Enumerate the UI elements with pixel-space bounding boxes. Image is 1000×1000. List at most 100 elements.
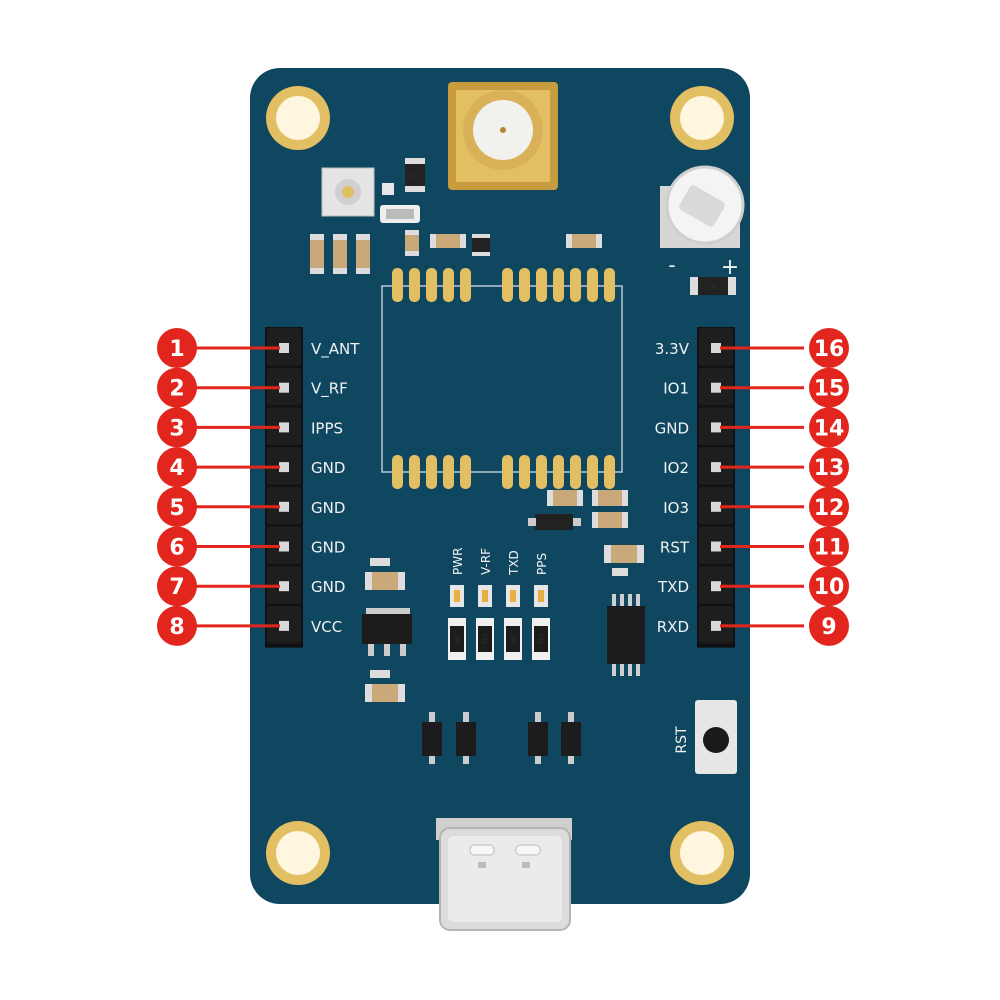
module-pad-top bbox=[553, 268, 564, 302]
led-resistor-code: 552 bbox=[538, 633, 545, 644]
led-resistor-code: 552 bbox=[510, 633, 517, 644]
module-pad-top bbox=[460, 268, 471, 302]
resistor-code-r1: 101 bbox=[410, 173, 421, 180]
module-pad-bottom bbox=[519, 455, 530, 489]
pin-number: 12 bbox=[814, 496, 845, 521]
pin-number-badge bbox=[157, 486, 197, 527]
pin-number-badge bbox=[157, 566, 197, 607]
pin-label: 3.3V bbox=[655, 340, 690, 358]
battery-plus-label: + bbox=[721, 255, 739, 280]
pin-label: IO3 bbox=[663, 499, 689, 517]
led-resistor-body bbox=[506, 626, 520, 652]
led-resistor-body bbox=[478, 626, 492, 652]
led-die bbox=[454, 590, 460, 602]
mid-passives bbox=[365, 490, 644, 702]
sma-antenna-connector bbox=[448, 82, 558, 190]
pin-number: 10 bbox=[814, 575, 845, 600]
module-pad-top bbox=[519, 268, 530, 302]
battery-holder: - + 101 bbox=[660, 165, 745, 295]
led-label: V-RF bbox=[479, 548, 493, 575]
pin-number-badge bbox=[809, 407, 849, 448]
pin-number: 11 bbox=[814, 536, 845, 561]
header-pin bbox=[279, 501, 289, 512]
led-resistor-body bbox=[534, 626, 548, 652]
pin-label: RST bbox=[660, 539, 690, 557]
pin-number: 14 bbox=[814, 416, 845, 441]
module-pad-top bbox=[536, 268, 547, 302]
module-pad-top bbox=[443, 268, 454, 302]
pin-number: 4 bbox=[169, 456, 184, 481]
pin-number: 7 bbox=[169, 575, 184, 600]
gnss-module-footprint bbox=[381, 268, 623, 489]
pin-number-badge bbox=[157, 447, 197, 488]
led-die bbox=[510, 590, 516, 602]
module-pad-top bbox=[409, 268, 420, 302]
pin-label: V_ANT bbox=[311, 340, 360, 359]
module-pad-bottom bbox=[409, 455, 420, 489]
pin-label: GND bbox=[311, 578, 345, 596]
pin-label: VCC bbox=[311, 618, 342, 636]
pin-number-badge bbox=[157, 367, 197, 408]
pin-label: GND bbox=[311, 459, 345, 477]
pin-number-badge bbox=[809, 605, 849, 646]
usb-c-connector bbox=[436, 818, 572, 931]
usb-diodes bbox=[422, 712, 581, 764]
reset-button-label: RST bbox=[674, 726, 690, 754]
module-pad-top bbox=[570, 268, 581, 302]
voltage-regulator bbox=[362, 608, 412, 656]
mounting-holes bbox=[266, 86, 734, 885]
pin-label: RXD bbox=[657, 618, 689, 636]
led-resistor-code: 552 bbox=[454, 633, 461, 644]
module-pad-bottom bbox=[604, 455, 615, 489]
pin-number-badge bbox=[157, 407, 197, 448]
reset-button: RST bbox=[674, 700, 737, 774]
led-resistor-code: 552 bbox=[482, 633, 489, 644]
pin-number: 6 bbox=[169, 536, 184, 561]
header-pin bbox=[711, 541, 721, 552]
pin-number: 1 bbox=[169, 337, 184, 362]
header-pin bbox=[711, 382, 721, 393]
pin-number: 13 bbox=[814, 456, 845, 481]
pin-number: 9 bbox=[821, 615, 836, 640]
pin-number: 3 bbox=[169, 416, 184, 441]
pin-number: 5 bbox=[169, 496, 184, 521]
module-pads-top bbox=[392, 268, 615, 302]
ipex-connector bbox=[321, 167, 375, 217]
usb-uart-chip bbox=[607, 594, 645, 676]
pin-number: 2 bbox=[169, 377, 184, 402]
pin-label: IPPS bbox=[311, 419, 343, 437]
pin-number-badge bbox=[157, 328, 197, 368]
pin-label: IO2 bbox=[663, 459, 689, 477]
header-pin bbox=[279, 581, 289, 592]
module-pad-top bbox=[502, 268, 513, 302]
led-resistor-body bbox=[450, 626, 464, 652]
pin-number-badge bbox=[809, 328, 849, 368]
battery-minus-label: - bbox=[668, 253, 675, 277]
header-pin bbox=[279, 462, 289, 473]
module-pad-bottom bbox=[587, 455, 598, 489]
module-pad-bottom bbox=[502, 455, 513, 489]
pin-number: 8 bbox=[169, 615, 184, 640]
module-pads-bottom bbox=[392, 455, 615, 489]
header-pin bbox=[711, 501, 721, 512]
module-pad-bottom bbox=[553, 455, 564, 489]
header-pin bbox=[711, 462, 721, 473]
header-pin bbox=[711, 581, 721, 592]
led-die bbox=[482, 590, 488, 602]
module-pad-top bbox=[604, 268, 615, 302]
pin-number: 16 bbox=[814, 337, 845, 362]
pin-number-badge bbox=[157, 526, 197, 567]
pin-label: GND bbox=[311, 499, 345, 517]
pin-number-badge bbox=[809, 447, 849, 488]
header-pin bbox=[279, 620, 289, 631]
header-pin bbox=[279, 343, 289, 353]
pin-label: IO1 bbox=[663, 380, 689, 398]
pin-label: TXD bbox=[657, 578, 689, 596]
led-die bbox=[538, 590, 544, 602]
module-pad-top bbox=[392, 268, 403, 302]
pin-label: V_RF bbox=[311, 380, 348, 399]
header-pin bbox=[711, 422, 721, 433]
pin-number-badge bbox=[809, 526, 849, 567]
